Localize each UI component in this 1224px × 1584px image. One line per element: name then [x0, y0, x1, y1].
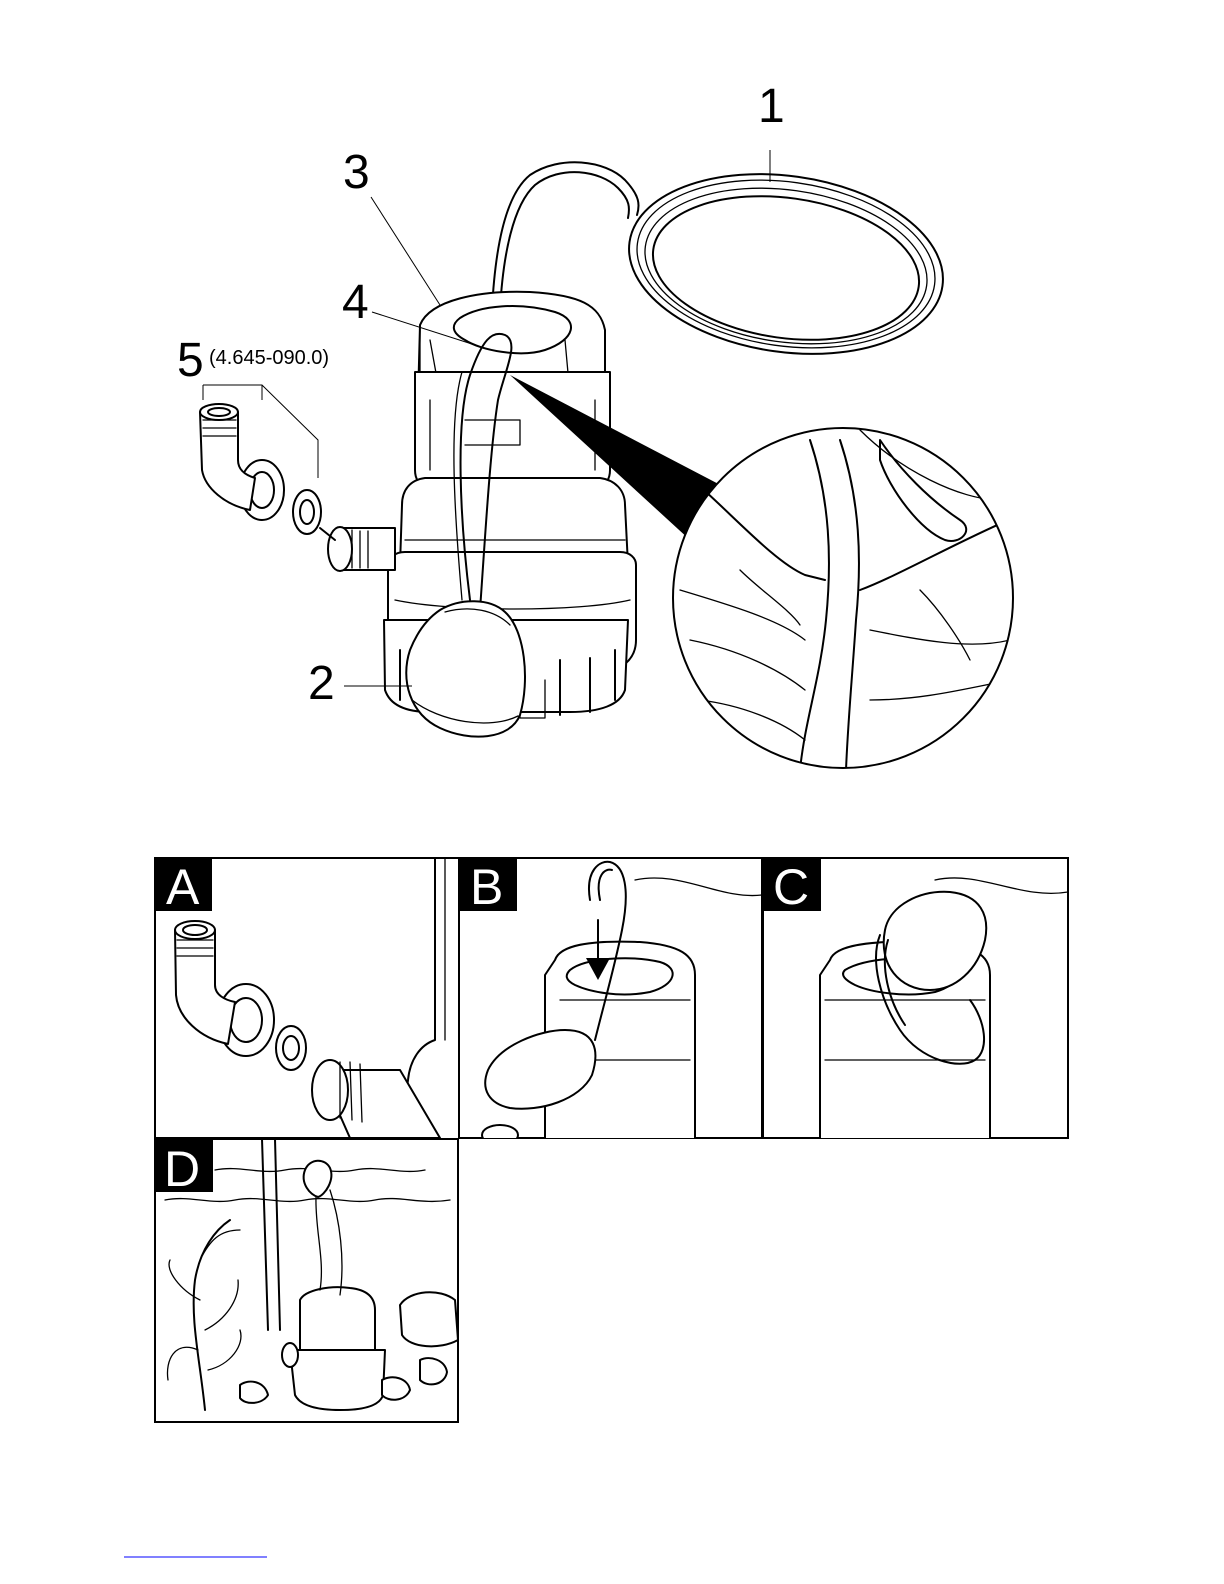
panel-label-a: A [166, 859, 200, 915]
zoom-detail [673, 428, 1020, 770]
callout-1: 1 [758, 80, 785, 133]
panel-label-b: B [470, 859, 503, 915]
panel-a: A [155, 858, 470, 1140]
panel-label-c: C [773, 859, 809, 915]
callout-2: 2 [308, 657, 335, 710]
panel-c: C [763, 858, 1068, 1140]
callout-5-part-number: (4.645-090.0) [209, 347, 329, 369]
callout-3: 3 [343, 146, 370, 199]
pump-outlet [328, 527, 395, 571]
panel-label-d: D [164, 1141, 200, 1197]
callout-5: 5 [177, 334, 204, 387]
panel-b: B [459, 858, 762, 1145]
callout-4: 4 [342, 276, 369, 329]
seal-ring [293, 490, 321, 534]
panel-d: D [155, 1139, 458, 1422]
pump-main-illustration: 1 3 4 5 (4.645-090.0) 2 [177, 80, 1020, 770]
